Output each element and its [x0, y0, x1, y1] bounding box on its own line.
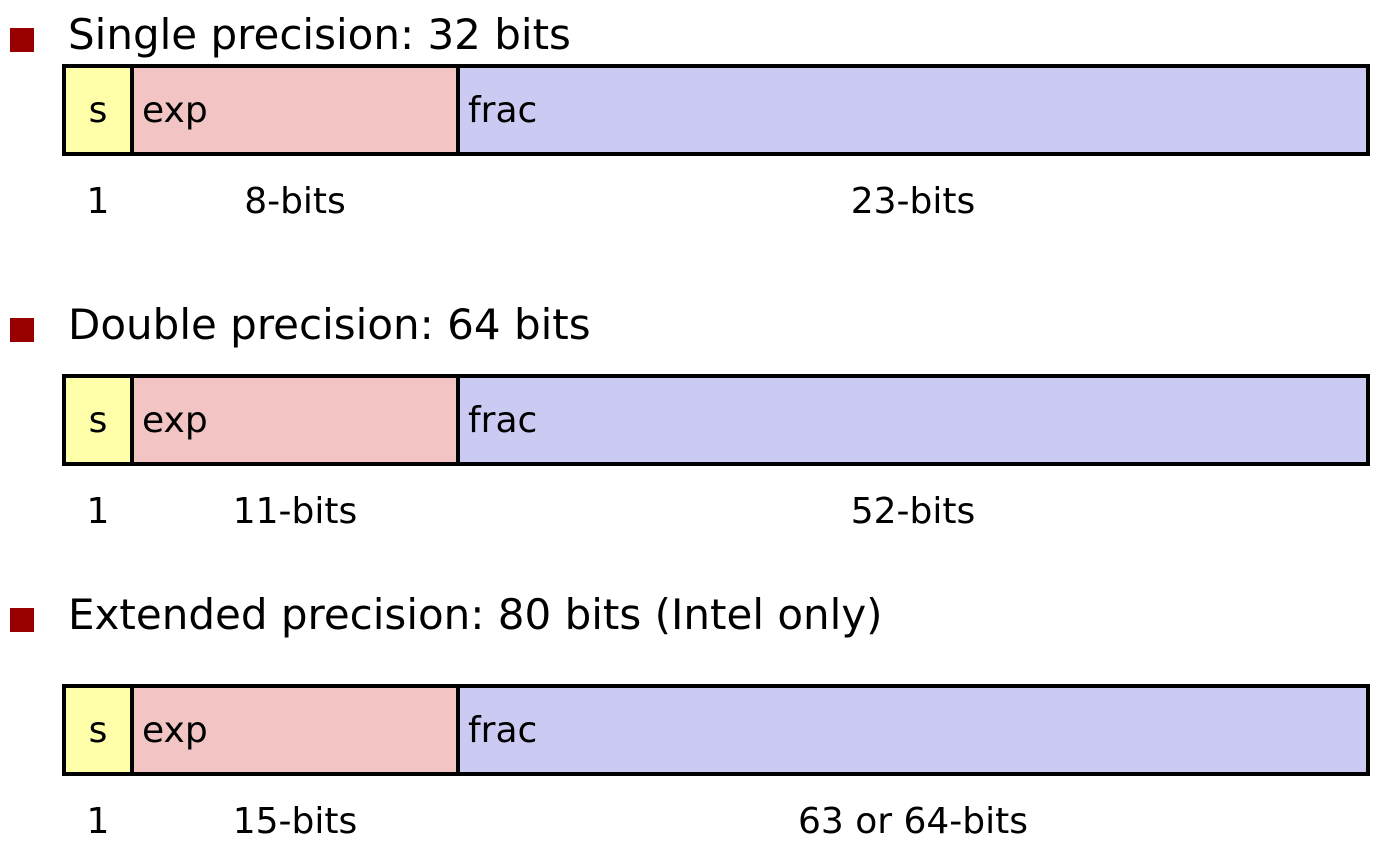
exp-width-label: 11-bits [232, 491, 358, 532]
bit-layout-single: s exp frac [62, 64, 1370, 156]
heading-extended-precision: Extended precision: 80 bits (Intel only) [68, 590, 883, 639]
bullet-icon [10, 318, 34, 342]
sign-field: s [66, 688, 134, 772]
heading-double-precision: Double precision: 64 bits [68, 300, 591, 349]
exp-field: exp [134, 688, 460, 772]
exp-width-label: 8-bits [244, 181, 346, 222]
bit-layout-double: s exp frac [62, 374, 1370, 466]
frac-width-label: 23-bits [850, 181, 976, 222]
sign-width-label: 1 [86, 491, 110, 532]
exp-field: exp [134, 68, 460, 152]
sign-field: s [66, 378, 134, 462]
bullet-icon [10, 28, 34, 52]
exp-width-label: 15-bits [232, 801, 358, 842]
frac-field: frac [460, 68, 1366, 152]
sign-width-label: 1 [86, 181, 110, 222]
frac-field: frac [460, 378, 1366, 462]
frac-field: frac [460, 688, 1366, 772]
bullet-icon [10, 608, 34, 632]
heading-single-precision: Single precision: 32 bits [68, 10, 571, 59]
bit-layout-extended: s exp frac [62, 684, 1370, 776]
sign-width-label: 1 [86, 801, 110, 842]
exp-field: exp [134, 378, 460, 462]
frac-width-label: 52-bits [850, 491, 976, 532]
sign-field: s [66, 68, 134, 152]
frac-width-label: 63 or 64-bits [797, 801, 1029, 842]
